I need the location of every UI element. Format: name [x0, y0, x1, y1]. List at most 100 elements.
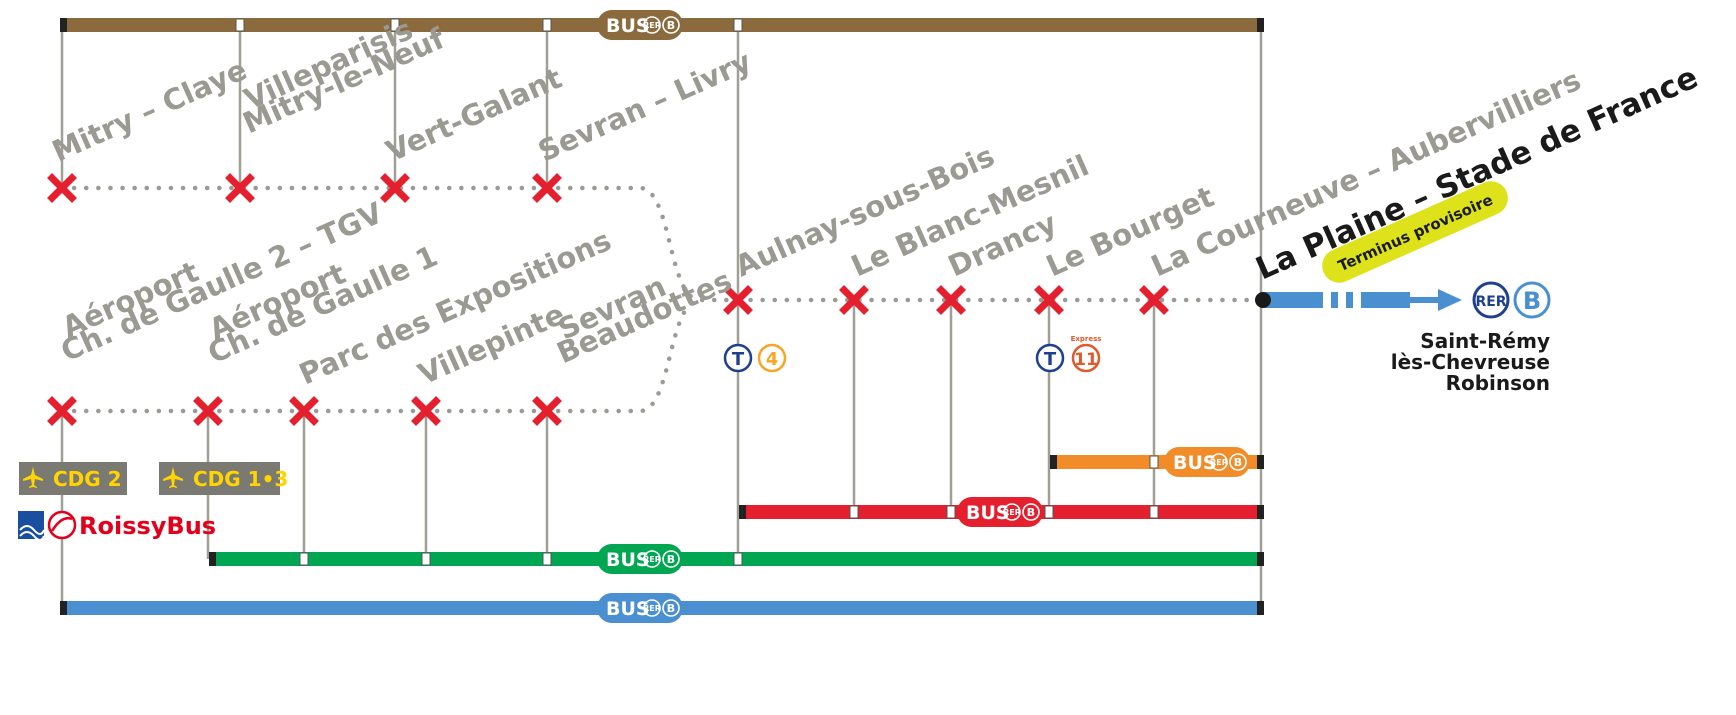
bar-end-cap: [209, 552, 216, 566]
rer-circle-icon: [643, 599, 661, 617]
bar-stop-marker: [235, 18, 245, 32]
rer-circle-icon: [1210, 453, 1228, 471]
bar-end-cap: [1257, 455, 1264, 469]
line-b-circle-icon: [662, 16, 680, 34]
bar-stop-marker: [542, 552, 552, 566]
labels-layer: Mitry – ClayeVilleparisisMitry-le-NeufVe…: [18, 12, 1704, 541]
bus-badge-bg: [597, 544, 683, 574]
wave-logo-lines: [19, 525, 45, 541]
bar-end-cap: [1257, 18, 1264, 32]
bus-badge-bg: [1164, 447, 1250, 477]
bus-badge-label: BUS: [606, 598, 650, 620]
bar-stop-marker: [849, 505, 859, 519]
cdg13-label: CDG 1•3: [193, 467, 288, 491]
ratp-logo-icon: [47, 510, 77, 540]
closed-station-cross-icon: [936, 285, 966, 315]
tram-4-icon: [757, 343, 787, 373]
line-b-logo-icon: [1513, 281, 1551, 319]
terminus-badge-bg: [1322, 181, 1508, 283]
rer-segment: [1263, 292, 1323, 308]
bourget-tram-icon: [1035, 343, 1065, 373]
line-b-logo-label: B: [1523, 287, 1541, 315]
cdg2-label: CDG 2: [53, 467, 122, 491]
closed-station-cross-icon: [839, 285, 869, 315]
closed-station-cross-icon: [723, 285, 753, 315]
closed-station-cross-icon: [380, 173, 410, 203]
line-b-mini-label: B: [667, 553, 675, 566]
closed-station-cross-icon: [1139, 285, 1169, 315]
closed-station-cross-icon: [47, 396, 77, 426]
bar-stop-marker: [390, 18, 400, 32]
bus-badge-bg: [597, 10, 683, 40]
bus-badge-label: BUS: [606, 549, 650, 571]
closed-station-cross-icon: [193, 396, 223, 426]
bar-end-cap: [1257, 601, 1264, 615]
plane-shape: [23, 467, 43, 488]
rer-circle-icon: [643, 550, 661, 568]
cross-stroke: [380, 173, 410, 203]
cross-stroke: [936, 285, 966, 315]
destination-label: lès-Chevreuse: [1391, 350, 1550, 374]
bar-stop-marker: [1044, 505, 1054, 519]
rer-logo-label: RER: [1475, 294, 1506, 310]
tram-4-label: 4: [766, 349, 779, 370]
rer-segment: [1331, 292, 1338, 308]
bar-end-cap: [1050, 455, 1057, 469]
line-b-mini-label: B: [1234, 456, 1242, 469]
line-b-mini-label: B: [667, 19, 675, 32]
closed-station-cross-icon: [411, 396, 441, 426]
rer-mini-label: RER: [643, 555, 661, 564]
bar-end-cap: [1257, 505, 1264, 519]
bar-end-cap: [739, 505, 746, 519]
rer-mini-label: RER: [1003, 508, 1021, 517]
terminus-dot: [1255, 292, 1271, 308]
rer-segment: [1346, 292, 1353, 308]
plane-icon: [23, 467, 43, 488]
bar-stop-marker: [733, 18, 743, 32]
rer-logo-icon: [1472, 281, 1510, 319]
closed-station-cross-icon: [289, 396, 319, 426]
bus-badge-label: BUS: [606, 15, 650, 37]
destination-label: Robinson: [1446, 371, 1550, 395]
station-label-sevranlivry: Sevran – Livry: [533, 44, 756, 168]
cross-stroke: [47, 396, 77, 426]
plane-shape: [163, 467, 183, 488]
cross-stroke: [1139, 285, 1169, 315]
line-b-circle-icon: [662, 599, 680, 617]
cross-stroke: [723, 285, 753, 315]
cross-stroke: [532, 396, 562, 426]
tram-11-icon: [1071, 343, 1101, 373]
rer-arrow-shaft: [1410, 297, 1440, 303]
closed-station-cross-icon: [1034, 285, 1064, 315]
aulnay-tram-icon: [723, 343, 753, 373]
cross-stroke: [225, 173, 255, 203]
bus-badge-label: BUS: [966, 502, 1010, 524]
bar-stop-marker: [1149, 505, 1159, 519]
bus-badge-bg: [597, 593, 683, 623]
line-b-circle-icon: [662, 550, 680, 568]
tram-11-express-label: Express: [1071, 335, 1102, 343]
ratp-logo-swoosh: [50, 517, 73, 532]
bar-stop-marker: [1149, 455, 1159, 469]
cross-stroke: [532, 173, 562, 203]
tram-symbol: T: [732, 349, 745, 370]
rail-dotted-layer: [59, 185, 1257, 414]
line-b-mini-label: B: [1027, 506, 1035, 519]
bar-stop-marker: [733, 552, 743, 566]
cross-stroke: [1034, 285, 1064, 315]
bar-stop-marker: [299, 552, 309, 566]
cross-stroke: [193, 396, 223, 426]
line-b-circle-icon: [1022, 503, 1040, 521]
cross-stroke: [47, 173, 77, 203]
bus-badge-bg: [957, 497, 1043, 527]
line-b-mini-label: B: [667, 602, 675, 615]
closed-station-cross-icon: [532, 173, 562, 203]
bar-stop-marker: [542, 18, 552, 32]
bar-stop-marker: [946, 505, 956, 519]
terminus-label: La Plaine – Stade de France: [1251, 59, 1704, 287]
